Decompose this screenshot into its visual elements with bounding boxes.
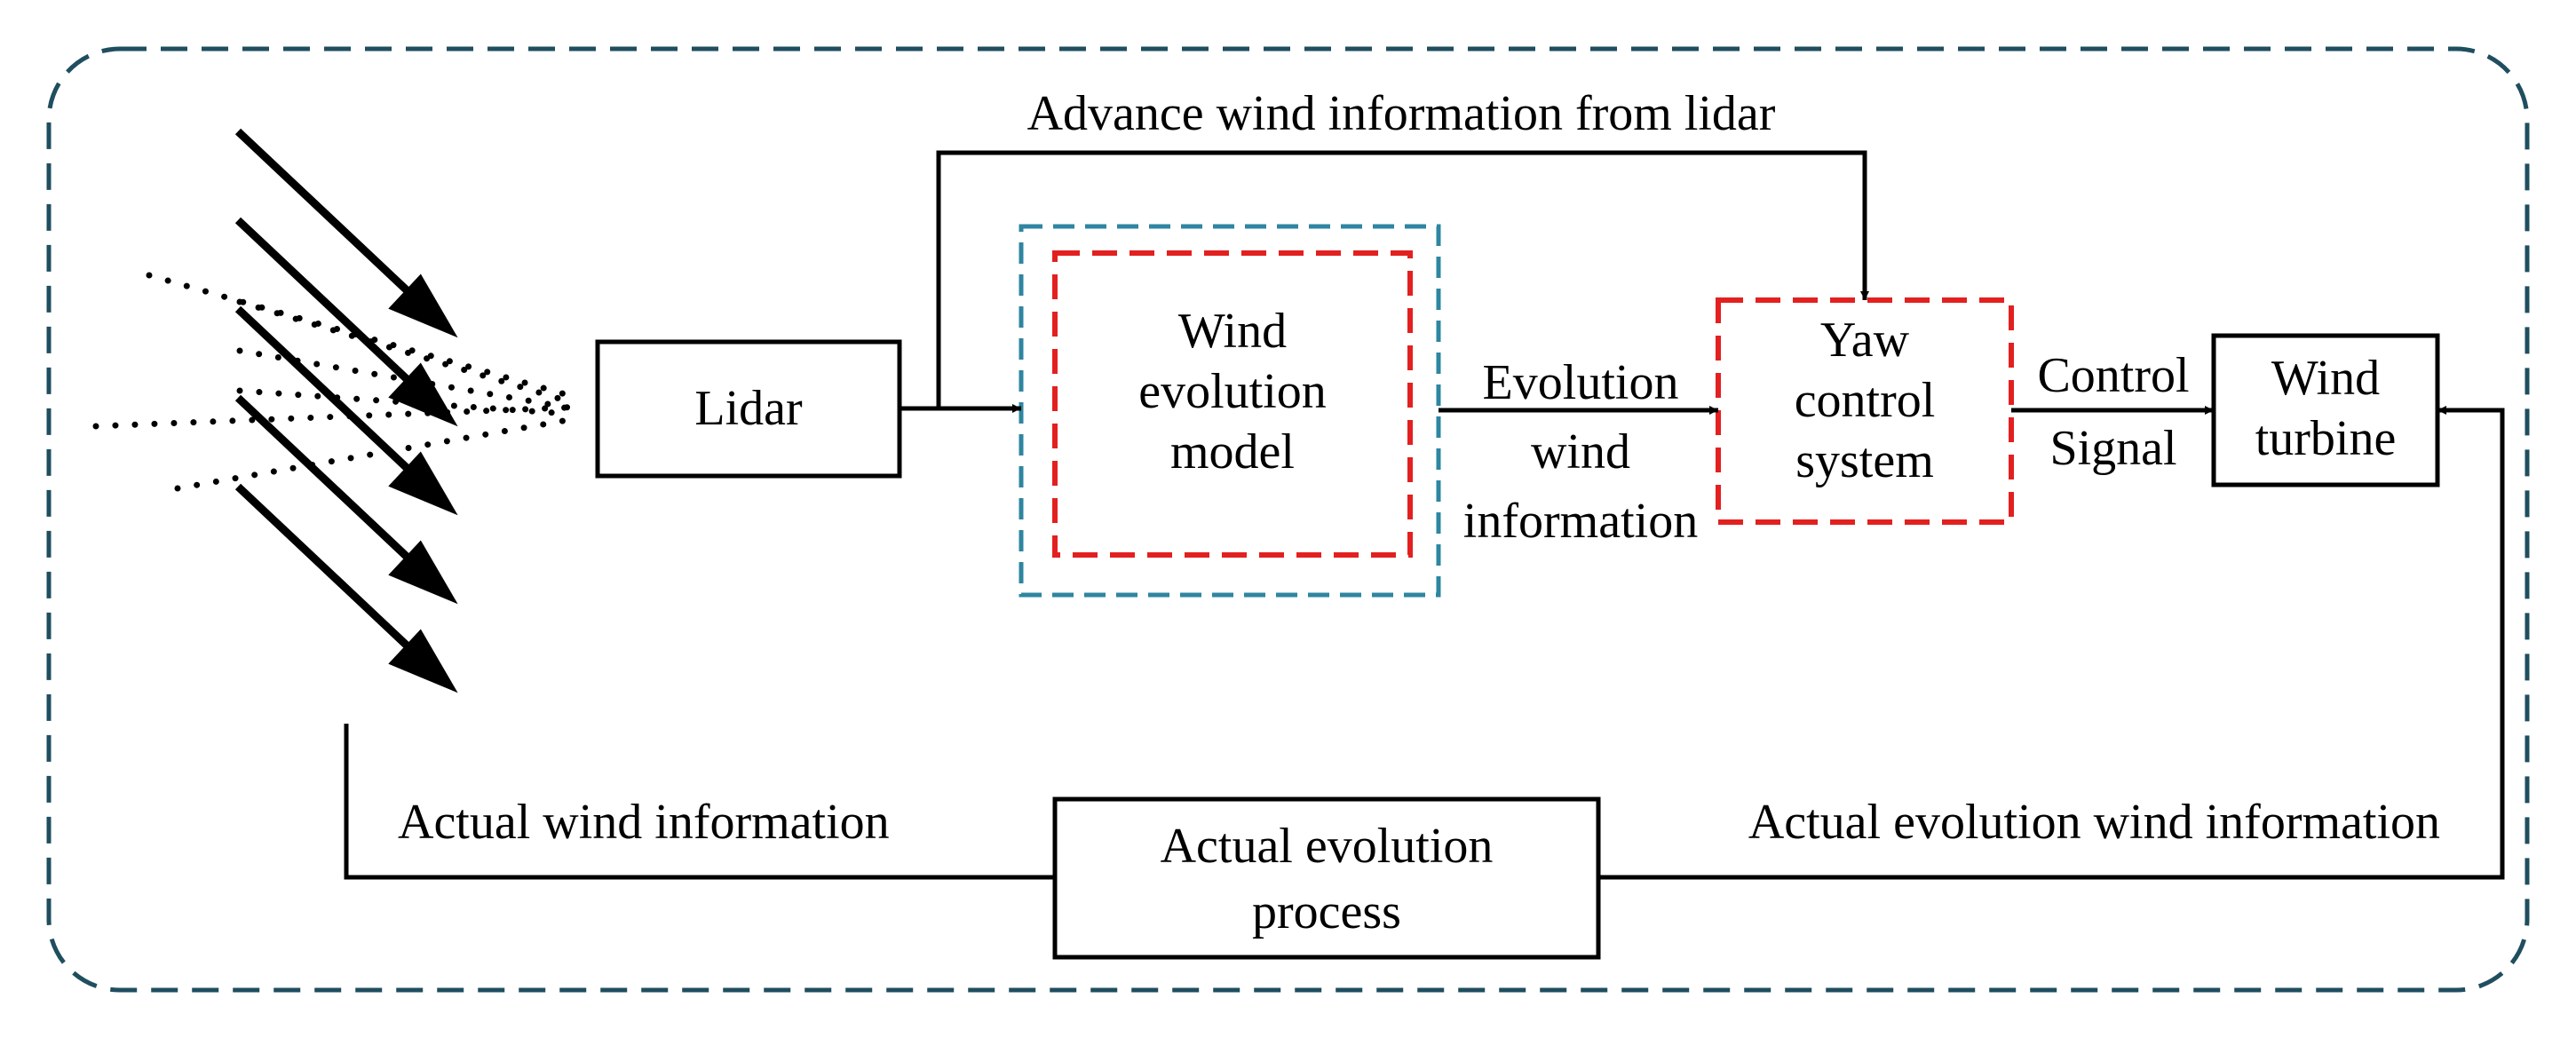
- actual-evolution-wind-info-label: Actual evolution wind information: [1748, 795, 2440, 850]
- wind-evolution-model-label: Wind evolution model: [1138, 306, 1327, 477]
- actual-wind-info-line: [344, 724, 1055, 880]
- evolution-wind-info-label: Evolution wind information: [1463, 358, 1698, 546]
- yaw-control-system-label: Yaw control system: [1795, 315, 1936, 486]
- wind-arrows-icon: [234, 128, 458, 693]
- label-line: Control: [2037, 348, 2190, 403]
- label-line: evolution: [1138, 364, 1327, 419]
- label-line: wind: [1530, 424, 1630, 479]
- lidar-box: [595, 339, 902, 479]
- advance-wind-info-arrow: [936, 150, 1869, 408]
- actual-evolution-feedback-arrow: [1598, 406, 2505, 880]
- label-line: Signal: [2049, 421, 2177, 476]
- label-line: Evolution: [1482, 355, 1679, 410]
- wind-turbine-label: Wind turbine: [2255, 353, 2397, 464]
- label-line: turbine: [2255, 411, 2397, 466]
- lidar-label: Lidar: [694, 381, 803, 436]
- label-line: Actual evolution: [1160, 819, 1494, 874]
- label-line: information: [1462, 494, 1699, 549]
- label-line: process: [1252, 884, 1401, 939]
- label-line: Wind: [2271, 351, 2381, 406]
- label-line: system: [1795, 433, 1934, 488]
- wind-evolution-model-box: [1052, 250, 1413, 558]
- label-line: model: [1170, 424, 1295, 479]
- label-line: Yaw: [1819, 313, 1910, 368]
- connectors: [344, 150, 2505, 880]
- label-line: Wind: [1177, 304, 1288, 359]
- control-signal-label: Control Signal: [2037, 351, 2189, 473]
- lidar-beam-dots: [92, 272, 572, 492]
- label-line: control: [1794, 373, 1936, 428]
- actual-evolution-process-label: Actual evolution process: [1161, 821, 1494, 937]
- actual-wind-info-label: Actual wind information: [398, 795, 890, 850]
- outer-dashed-border: [46, 46, 2530, 993]
- advance-wind-info-label: Advance wind information from lidar: [1026, 86, 1776, 141]
